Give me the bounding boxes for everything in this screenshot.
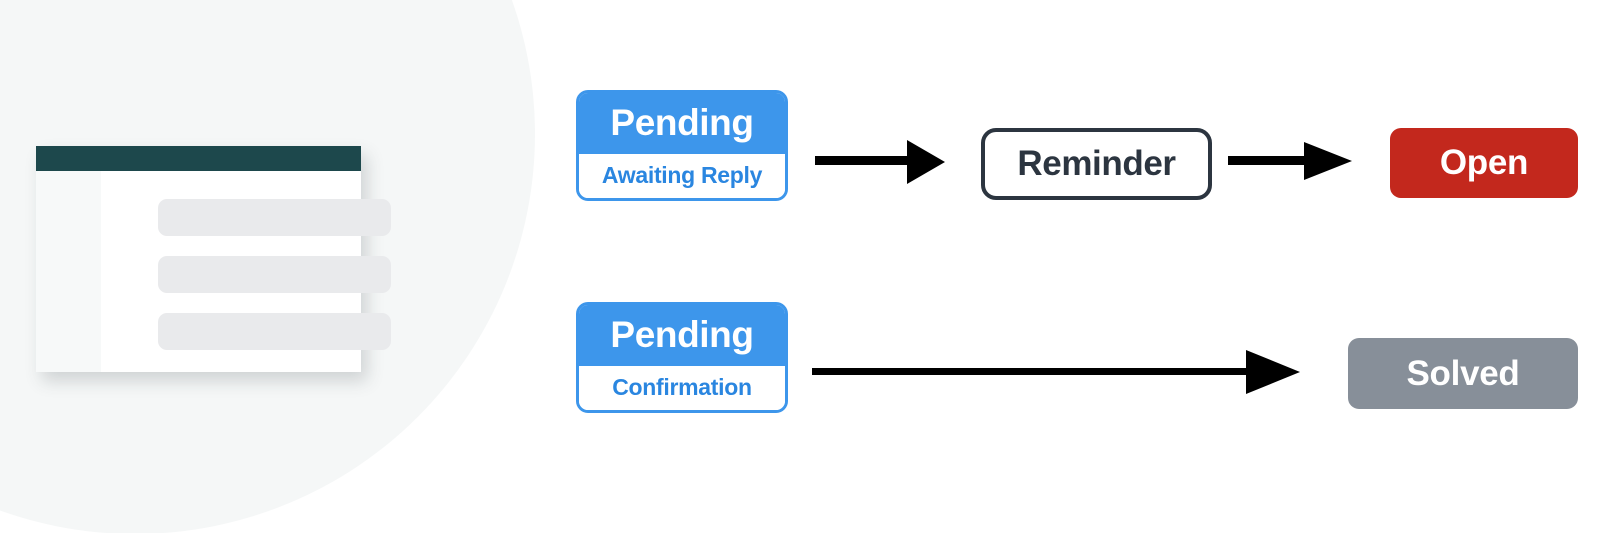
placeholder-row: [158, 313, 391, 350]
status-badge-secondary-label: Confirmation: [579, 366, 785, 410]
app-window-illustration: [36, 146, 391, 372]
status-badge-secondary-label: Awaiting Reply: [579, 154, 785, 198]
placeholder-row: [158, 199, 391, 236]
status-badge-primary-label: Pending: [579, 93, 785, 154]
arrow-to-reminder-icon: [815, 140, 945, 184]
window-content-area: [101, 171, 391, 372]
placeholder-row: [158, 256, 391, 293]
step-box-reminder: Reminder: [981, 128, 1212, 200]
window-titlebar: [36, 146, 361, 171]
status-badge-solved: Solved: [1348, 338, 1578, 409]
status-badge-pending-confirmation: Pending Confirmation: [576, 302, 788, 413]
window-sidebar: [36, 171, 101, 372]
arrow-to-solved-icon: [812, 350, 1300, 394]
status-badge-open: Open: [1390, 128, 1578, 198]
status-badge-primary-label: Pending: [579, 305, 785, 366]
arrow-to-open-icon: [1228, 142, 1352, 180]
status-badge-pending-awaiting-reply: Pending Awaiting Reply: [576, 90, 788, 201]
